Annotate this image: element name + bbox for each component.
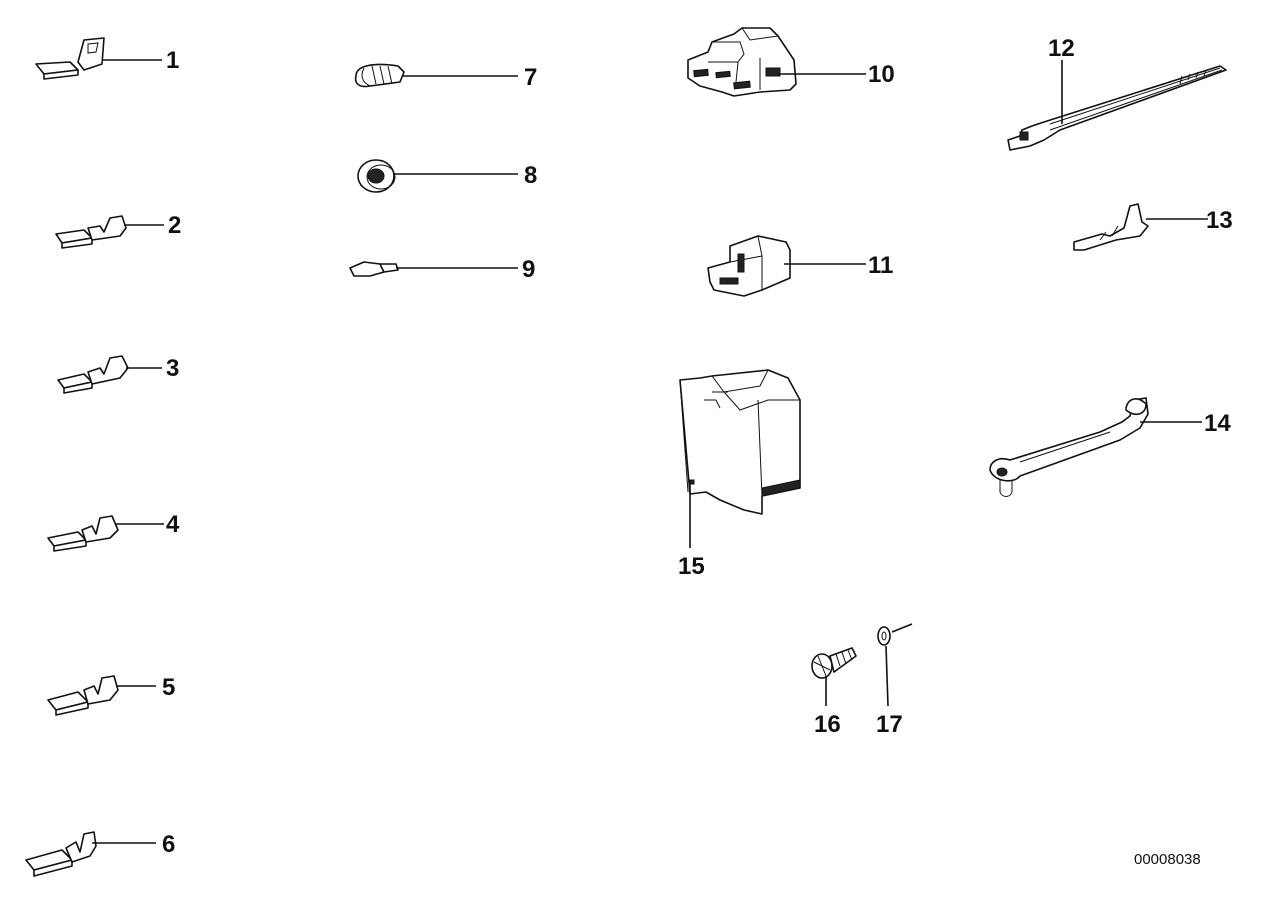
callout-label-9: 9 — [522, 256, 535, 283]
callout-label-15: 15 — [678, 553, 705, 580]
drawing-code: 00008038 — [1134, 851, 1201, 868]
part-4-flat-terminal[interactable] — [47, 515, 164, 552]
callout-label-2: 2 — [168, 212, 181, 239]
callout-label-8: 8 — [524, 162, 537, 189]
part-3-flat-terminal[interactable] — [57, 355, 162, 394]
part-10-connector-housing[interactable] — [687, 27, 866, 97]
callout-label-7: 7 — [524, 64, 537, 91]
part-13-pin-terminal[interactable] — [1073, 203, 1208, 251]
callout-label-5: 5 — [162, 674, 175, 701]
callout-label-13: 13 — [1206, 207, 1233, 234]
callout-label-3: 3 — [166, 355, 179, 382]
part-8-grommet[interactable] — [357, 159, 518, 193]
part-6-flat-terminal[interactable] — [25, 831, 156, 877]
part-16-screw[interactable] — [811, 647, 857, 706]
callout-label-17: 17 — [876, 711, 903, 738]
callout-label-11: 11 — [868, 252, 893, 279]
part-1-terminal[interactable] — [35, 37, 162, 80]
callout-label-10: 10 — [868, 61, 895, 88]
callout-label-6: 6 — [162, 831, 175, 858]
part-7-connector-sleeve[interactable] — [354, 63, 518, 88]
part-2-flat-terminal[interactable] — [55, 215, 164, 249]
part-9-plug-pin[interactable] — [349, 261, 518, 277]
part-5-flat-terminal[interactable] — [47, 675, 156, 716]
callout-label-14: 14 — [1204, 410, 1231, 437]
part-12-cable-tie[interactable] — [1007, 60, 1227, 151]
part-14-ground-strap[interactable] — [989, 397, 1202, 497]
part-15-connector-cover[interactable] — [679, 369, 801, 548]
callout-label-16: 16 — [814, 711, 841, 738]
part-17-washer[interactable] — [877, 623, 913, 707]
callout-label-12: 12 — [1048, 35, 1075, 62]
part-11-connector-block[interactable] — [707, 235, 866, 297]
callout-label-4: 4 — [166, 511, 180, 538]
callout-label-1: 1 — [166, 47, 179, 74]
